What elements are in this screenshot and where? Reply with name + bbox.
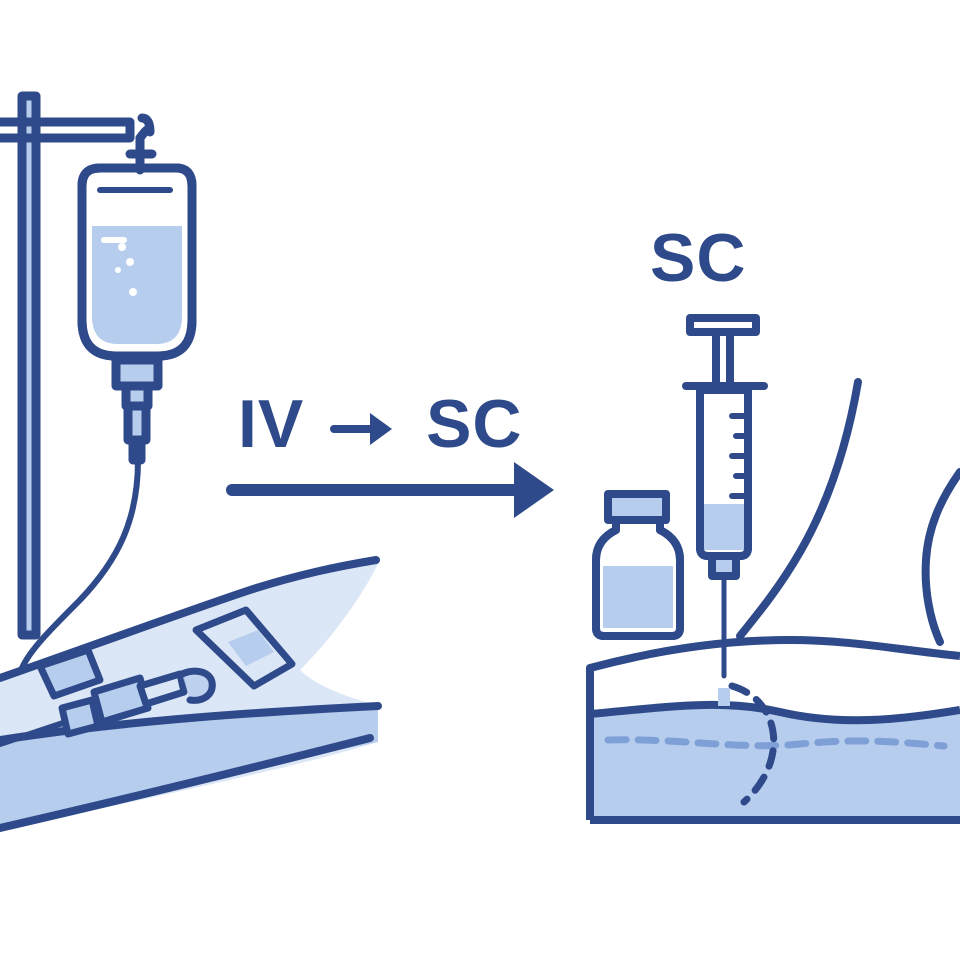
sc-heading-label: SC [650, 220, 747, 296]
skin-layer-icon [586, 636, 960, 824]
iv-catheter-icon [0, 667, 216, 747]
hand-icon [736, 378, 960, 646]
iv-bag-icon [77, 163, 197, 465]
iv-to-sc-label: IV SC [238, 390, 523, 458]
iv-tube [19, 457, 141, 671]
label-sc: SC [426, 386, 523, 462]
syringe-icon [682, 314, 768, 706]
vial-icon [592, 490, 684, 640]
arrow-right-icon [226, 462, 554, 518]
label-iv: IV [238, 386, 305, 462]
iv-pole-icon [0, 91, 157, 640]
small-arrow-right-icon [330, 413, 393, 446]
